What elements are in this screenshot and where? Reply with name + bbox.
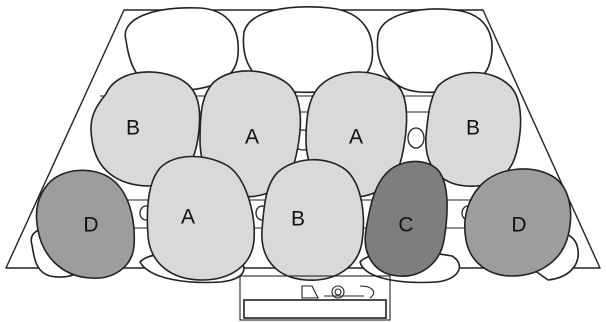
rock-c-bottom xyxy=(364,160,448,277)
grate-hole xyxy=(407,127,425,149)
rock-d-bottom-right-label: D xyxy=(511,214,526,237)
rock-a-top-right-label: A xyxy=(349,126,363,149)
burner-housing xyxy=(239,275,391,321)
rock-d-bottom-left-label: D xyxy=(83,214,98,237)
rock-d-bottom-left xyxy=(35,169,136,279)
rock-a-bottom-label: A xyxy=(181,206,195,229)
rock-b-bottom xyxy=(261,159,365,281)
rock-b-top-left-label: B xyxy=(126,117,140,140)
burner-plate xyxy=(243,299,387,319)
rock-d-bottom-right xyxy=(464,168,572,277)
rock-a-top-left-label: A xyxy=(245,126,259,149)
valve-assembly-icon xyxy=(301,285,375,299)
rock-b-bottom-label: B xyxy=(291,208,305,231)
rock-b-top-right-label: B xyxy=(466,117,480,140)
rock-a-bottom xyxy=(146,155,256,281)
firebox-outline xyxy=(5,9,601,269)
rock-c-bottom-label: C xyxy=(398,214,413,237)
